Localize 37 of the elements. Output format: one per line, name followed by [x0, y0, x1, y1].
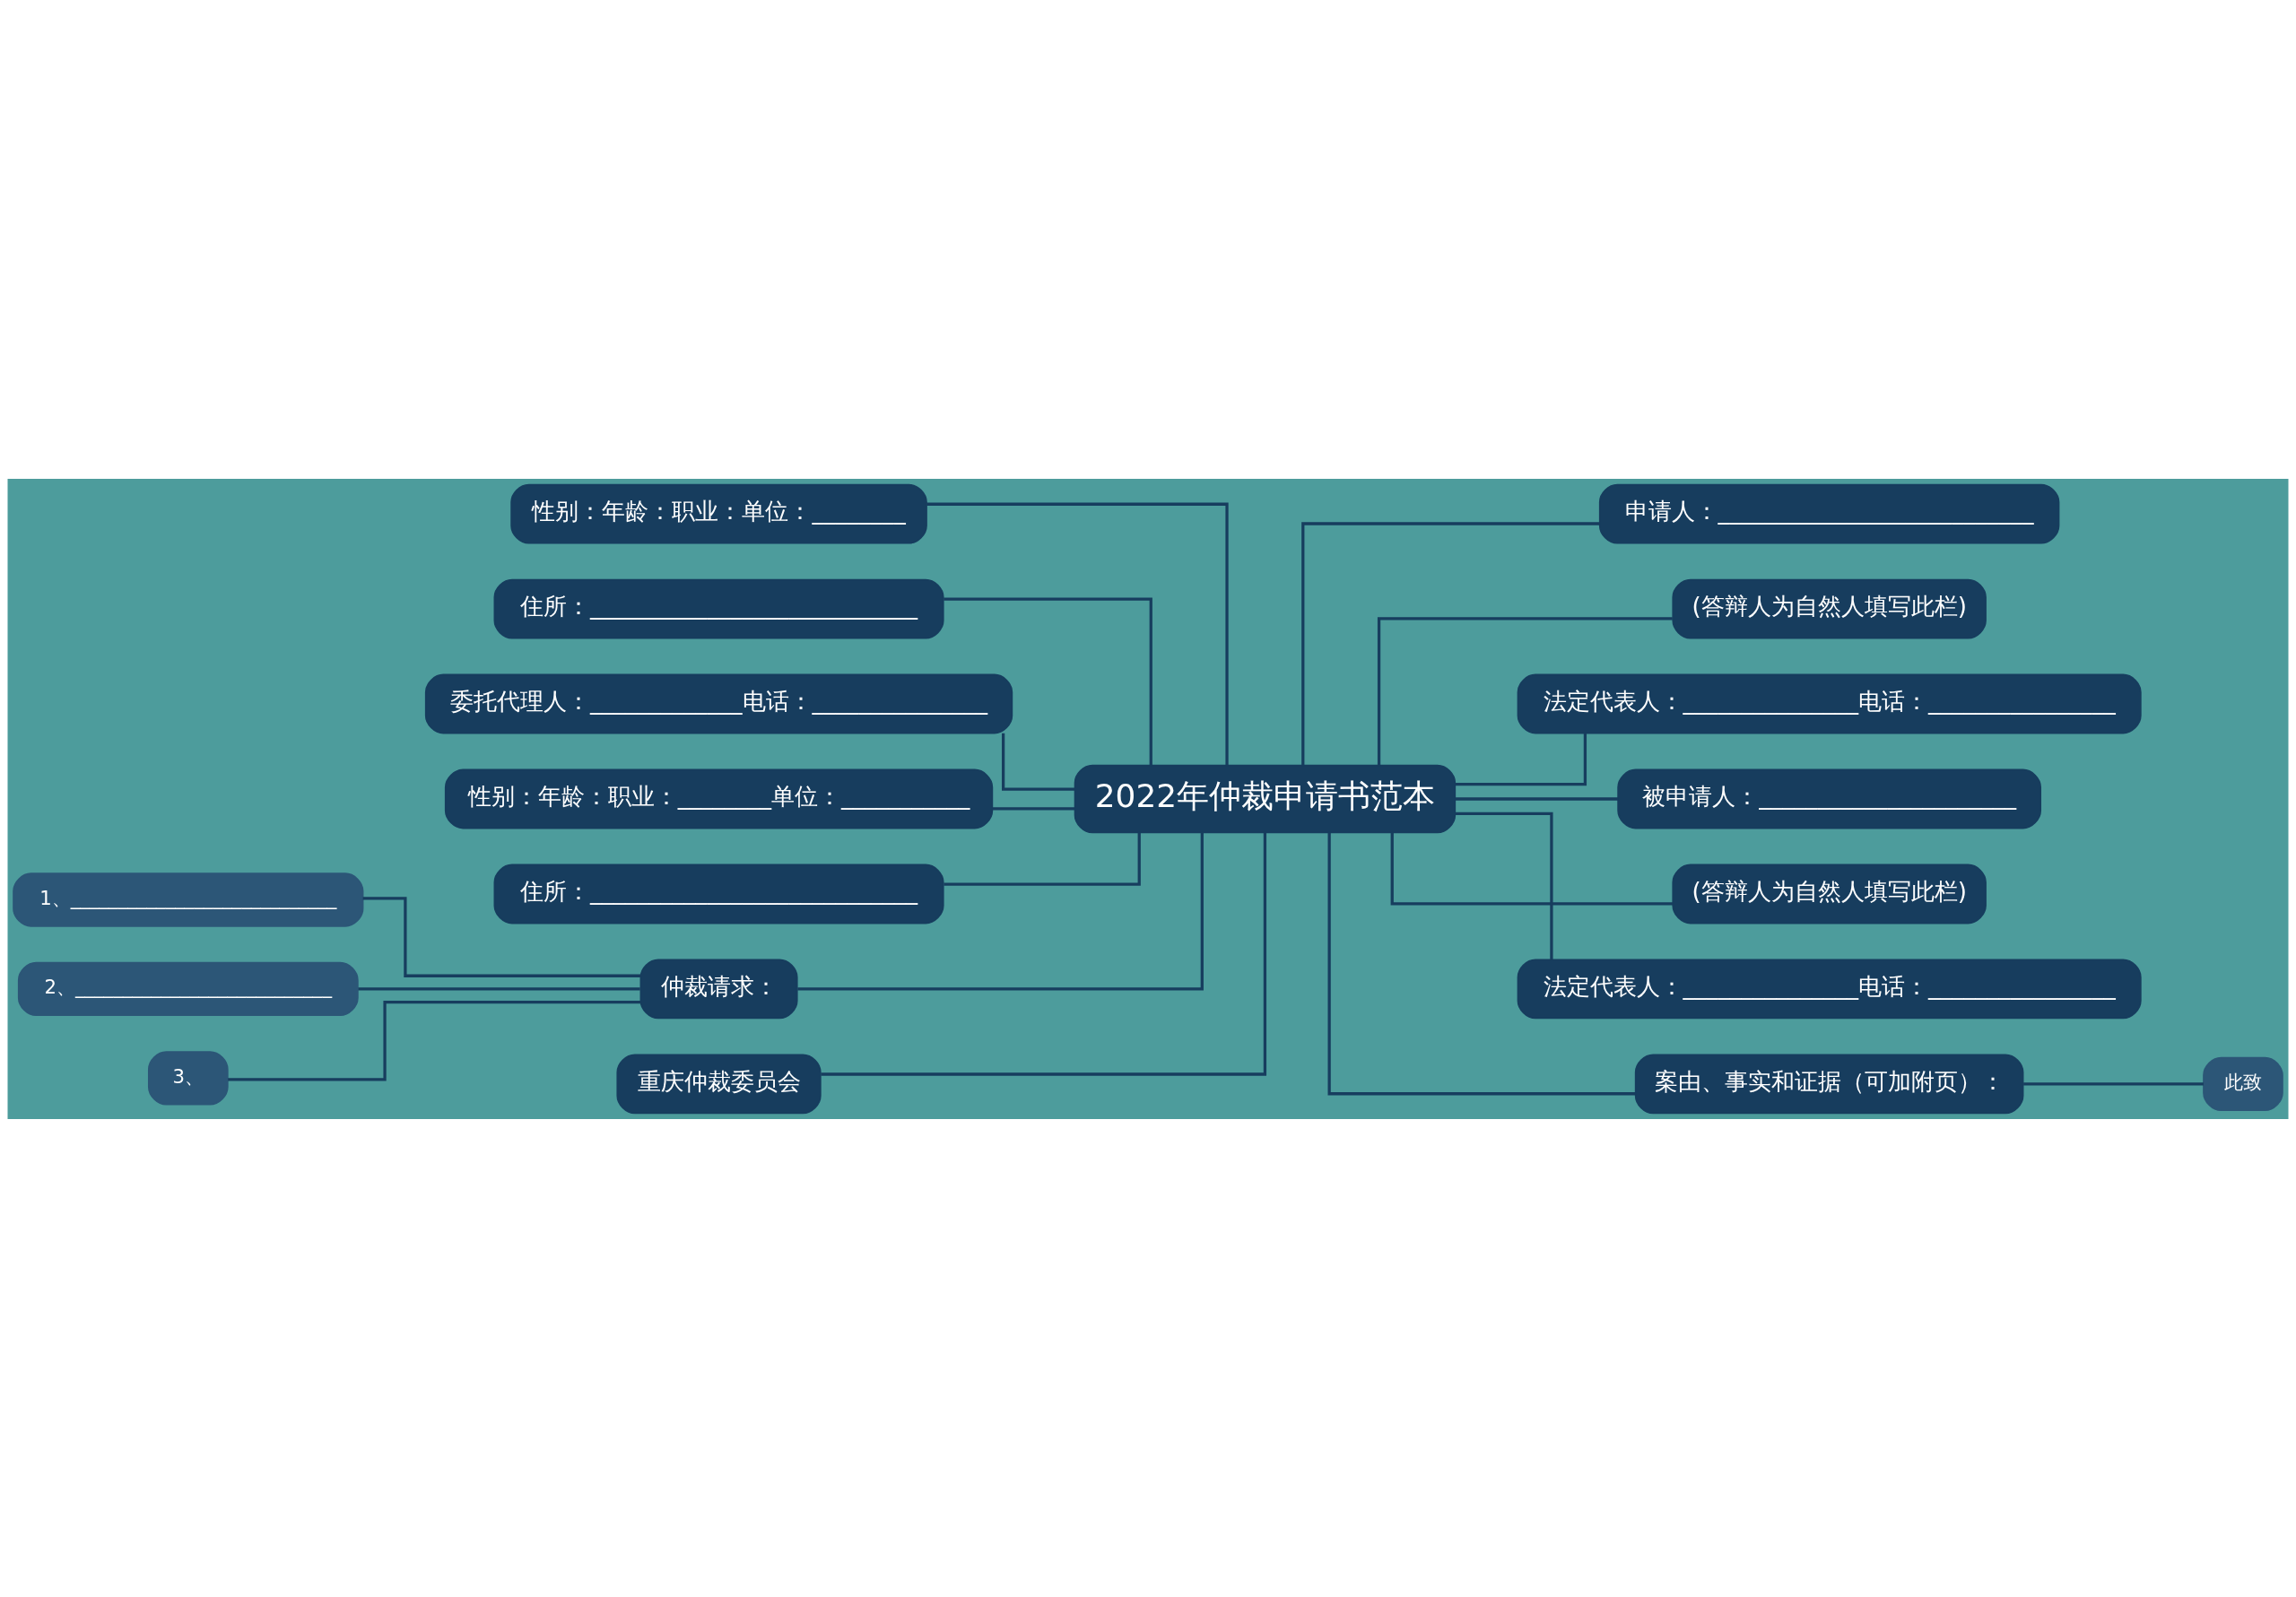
node-box: 住所：____________________________ [493, 864, 944, 924]
node-box: 被申请人：______________________ [1617, 768, 2041, 829]
connector [821, 832, 1267, 1076]
node-box: 法定代表人：_______________电话：________________ [1517, 959, 2142, 1019]
node-box: 法定代表人：_______________电话：________________ [1517, 673, 2142, 733]
connector [944, 832, 1141, 886]
connector [1390, 832, 1674, 905]
node-box: (答辩人为自然人填写此栏) [1672, 864, 1987, 924]
connector [362, 896, 641, 977]
node-box: 申请人：___________________________ [1598, 483, 2060, 544]
node-box: 2022年仲裁申请书范本 [1074, 764, 1457, 833]
connector [1455, 796, 1619, 801]
connector [1455, 812, 1553, 959]
node-box: 委托代理人：_____________电话：_______________ [424, 673, 1013, 733]
connector [228, 1000, 641, 1081]
connector [1002, 733, 1075, 791]
connector [797, 832, 1204, 991]
connector [1327, 832, 1636, 1095]
node-box: 重庆仲裁委员会 [616, 1053, 822, 1114]
connector [1377, 616, 1673, 765]
node-box: 案由、事实和证据（可加附页）： [1634, 1053, 2024, 1114]
connector [1455, 733, 1587, 785]
connector [358, 986, 640, 991]
node-box: 性别：年龄：职业：单位：________ [510, 483, 927, 544]
node-box: 性别：年龄：职业：________单位：___________ [444, 768, 994, 829]
node-box: 1、____________________________ [13, 872, 364, 927]
connector [944, 597, 1152, 765]
node-box: 住所：____________________________ [493, 578, 944, 638]
connector [2023, 1081, 2204, 1085]
connector [1301, 521, 1600, 765]
node-box: 3、 [148, 1050, 229, 1105]
node-box: 此致 [2203, 1056, 2283, 1111]
node-box: 2、___________________________ [17, 961, 359, 1016]
connector [992, 806, 1075, 810]
node-box: 仲裁请求： [639, 959, 798, 1019]
node-box: (答辩人为自然人填写此栏) [1672, 578, 1987, 638]
connector [926, 502, 1229, 765]
